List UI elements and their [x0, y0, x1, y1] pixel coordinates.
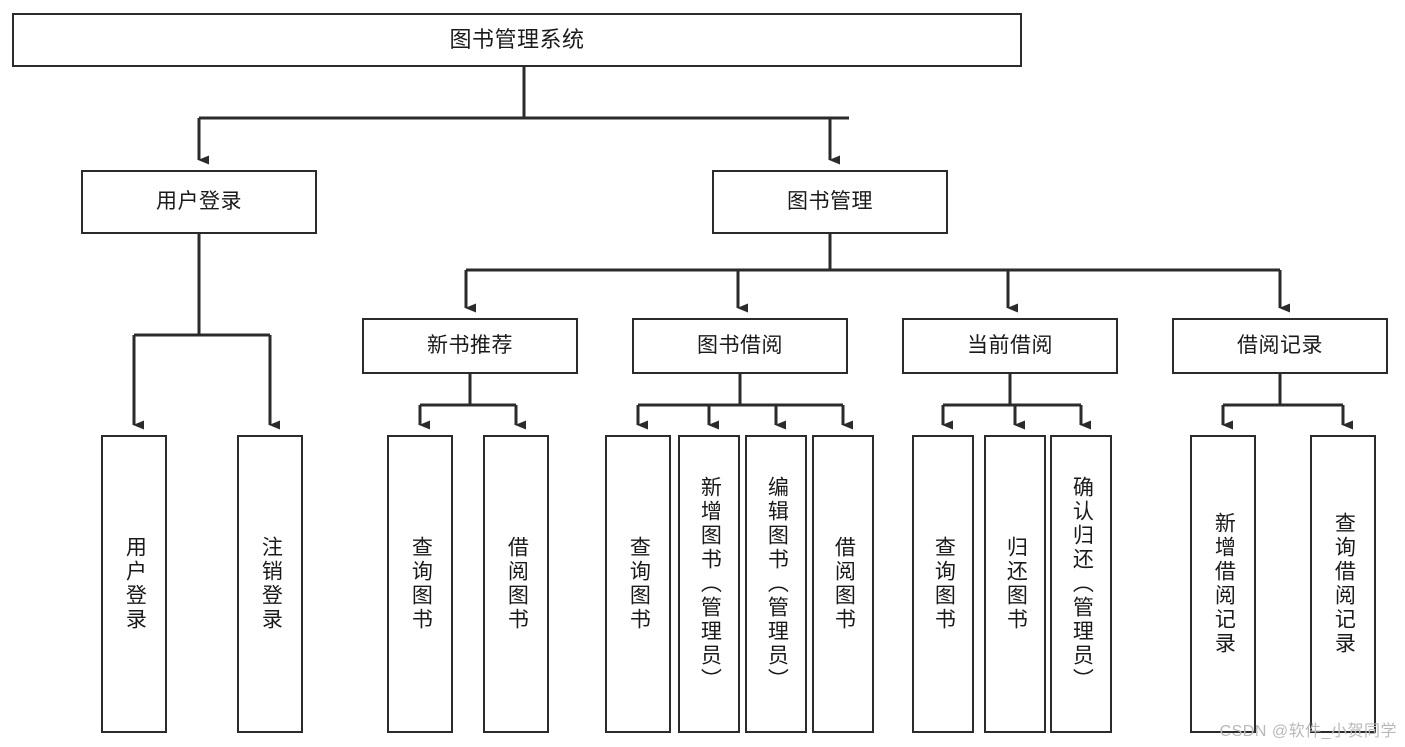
node-new-book-recommend[interactable]: 新书推荐 — [362, 318, 578, 374]
node-leaf-edit-book[interactable]: 编辑图书（管理员） — [745, 435, 807, 733]
node-label: 用户登录 — [156, 189, 242, 213]
node-label: 编辑图书（管理员） — [765, 476, 789, 692]
node-label: 借阅图书 — [832, 536, 856, 632]
node-leaf-borrow-book-1[interactable]: 借阅图书 — [483, 435, 549, 733]
node-leaf-query-book-1[interactable]: 查询图书 — [387, 435, 453, 733]
node-book-manage[interactable]: 图书管理 — [712, 170, 948, 234]
node-leaf-return-book[interactable]: 归还图书 — [984, 435, 1046, 733]
node-label: 用户登录 — [123, 536, 147, 632]
node-label: 查询借阅记录 — [1332, 512, 1356, 656]
node-leaf-query-record[interactable]: 查询借阅记录 — [1310, 435, 1376, 733]
node-leaf-confirm-return[interactable]: 确认归还（管理员） — [1050, 435, 1112, 733]
node-borrow-record[interactable]: 借阅记录 — [1172, 318, 1388, 374]
node-label: 归还图书 — [1004, 536, 1028, 632]
node-leaf-query-book-3[interactable]: 查询图书 — [912, 435, 974, 733]
node-current-borrow[interactable]: 当前借阅 — [902, 318, 1118, 374]
node-label: 图书管理系统 — [449, 27, 585, 53]
node-label: 新书推荐 — [427, 333, 513, 357]
node-label: 查询图书 — [409, 536, 433, 632]
node-leaf-add-record[interactable]: 新增借阅记录 — [1190, 435, 1256, 733]
node-label: 新增借阅记录 — [1212, 512, 1236, 656]
node-leaf-logout-login[interactable]: 注销登录 — [237, 435, 303, 733]
node-leaf-add-book[interactable]: 新增图书（管理员） — [678, 435, 740, 733]
node-book-borrow[interactable]: 图书借阅 — [632, 318, 848, 374]
node-leaf-query-book-2[interactable]: 查询图书 — [605, 435, 671, 733]
node-user-login[interactable]: 用户登录 — [81, 170, 317, 234]
node-label: 确认归还（管理员） — [1070, 476, 1094, 692]
node-label: 图书管理 — [787, 189, 873, 213]
node-label: 注销登录 — [259, 536, 283, 632]
node-label: 当前借阅 — [967, 333, 1053, 357]
node-label: 借阅图书 — [505, 536, 529, 632]
node-leaf-user-login[interactable]: 用户登录 — [101, 435, 167, 733]
node-label: 查询图书 — [627, 536, 651, 632]
node-label: 新增图书（管理员） — [698, 476, 722, 692]
node-label: 图书借阅 — [697, 333, 783, 357]
node-leaf-borrow-book-2[interactable]: 借阅图书 — [812, 435, 874, 733]
node-root[interactable]: 图书管理系统 — [12, 13, 1022, 67]
node-label: 借阅记录 — [1237, 333, 1323, 357]
node-label: 查询图书 — [932, 536, 956, 632]
